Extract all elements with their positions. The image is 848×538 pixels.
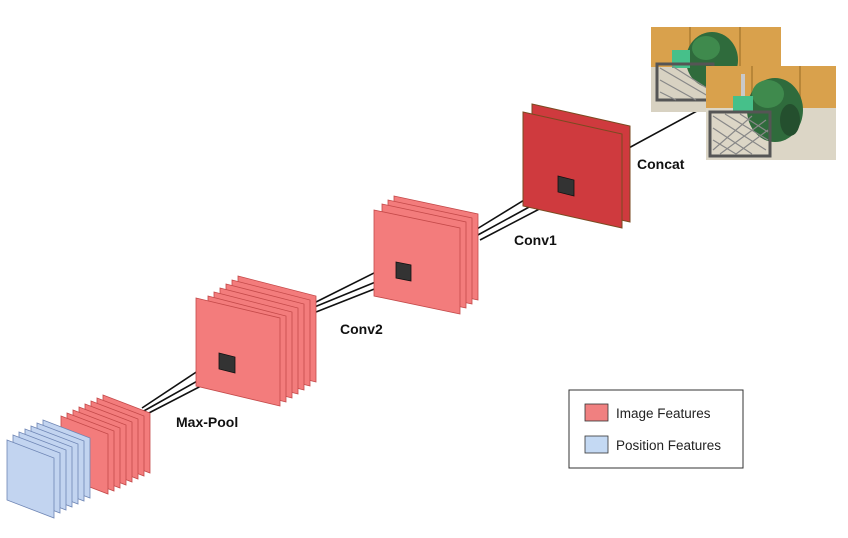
legend-label-image-features: Image Features xyxy=(616,406,711,421)
legend-label-position-features: Position Features xyxy=(616,438,721,453)
maxpool-kernel xyxy=(218,352,236,374)
input-position-feature-maps xyxy=(6,419,91,519)
legend: Image Features Position Features xyxy=(568,389,744,469)
conv2-feature-stack xyxy=(373,195,479,315)
conv2-kernel xyxy=(395,261,412,282)
maxpool-label: Max-Pool xyxy=(176,414,238,430)
concat-label: Concat xyxy=(637,156,685,172)
connection-lines xyxy=(141,104,709,416)
input-feature-stack xyxy=(6,394,151,519)
legend-swatch-position-features xyxy=(584,435,609,454)
conv1-kernel xyxy=(557,175,575,197)
input-image-front xyxy=(706,66,836,160)
maxpool-feature-stack xyxy=(195,275,317,407)
legend-box xyxy=(568,389,744,469)
conv1-label: Conv1 xyxy=(514,232,557,248)
legend-swatch-image-features xyxy=(584,403,609,422)
conv2-label: Conv2 xyxy=(340,321,383,337)
conv1-feature-stack xyxy=(522,103,631,229)
